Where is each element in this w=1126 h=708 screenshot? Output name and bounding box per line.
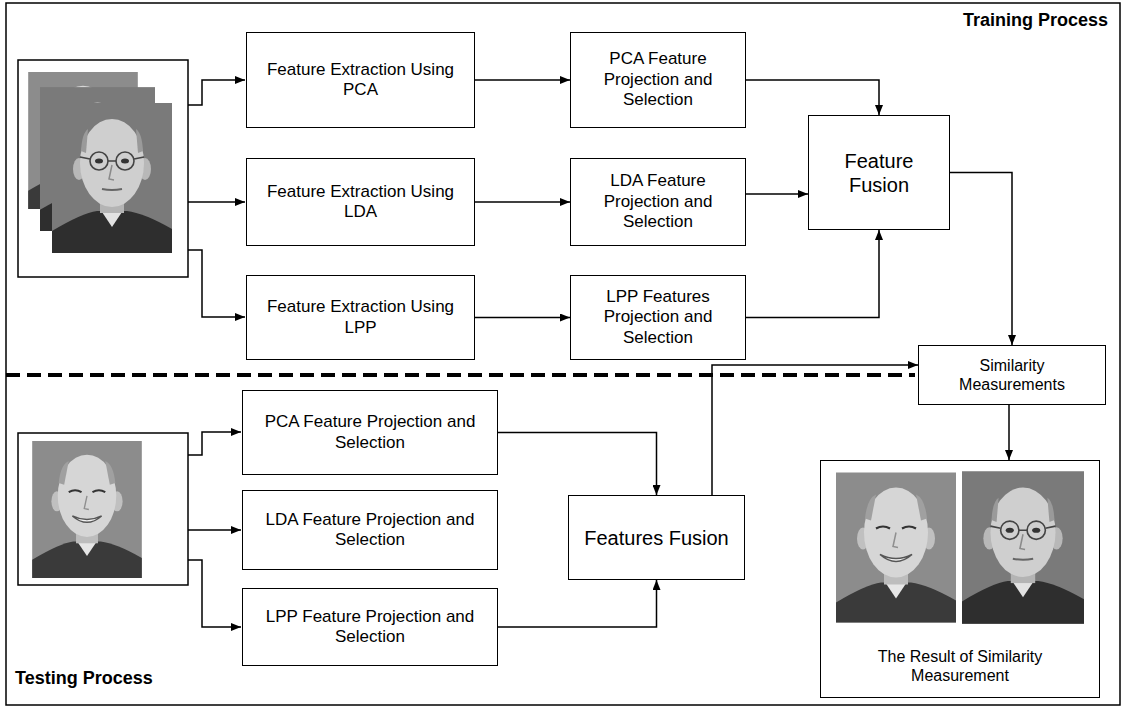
box-label: Features Fusion xyxy=(584,526,729,550)
flow-arrow xyxy=(746,230,879,318)
flow-arrow xyxy=(1008,405,1010,460)
section-label: Testing Process xyxy=(15,668,153,689)
box-label: LDA Feature Projection and Selection xyxy=(579,171,737,232)
input-arrow xyxy=(188,432,241,455)
box-label: Feature Fusion xyxy=(817,149,941,197)
flow-arrow xyxy=(950,173,1012,346)
box-label: LDA Feature Projection and Selection xyxy=(251,510,489,551)
input-arrow xyxy=(188,560,241,627)
process-box: PCA Feature Projection and Selection xyxy=(242,390,498,475)
input-arrow xyxy=(188,80,245,105)
result-face-image xyxy=(962,471,1084,624)
process-box: Feature Extraction Using PCA xyxy=(246,32,475,128)
flow-arrow xyxy=(475,79,570,81)
box-label: The Result of Similarity Measurement xyxy=(829,647,1091,685)
process-box: Feature Extraction Using LPP xyxy=(246,275,475,360)
flow-arrow xyxy=(712,365,918,495)
box-label: LPP Feature Projection and Selection xyxy=(251,607,489,648)
box-label: LPP Features Projection and Selection xyxy=(579,287,737,348)
fusion-box: Feature Fusion xyxy=(808,115,950,230)
result-face-image xyxy=(836,473,956,623)
process-divider xyxy=(6,373,915,377)
flow-arrow xyxy=(498,580,657,627)
flow-arrow xyxy=(475,317,570,319)
training-face-image xyxy=(52,103,172,253)
box-label: Feature Extraction Using LPP xyxy=(255,297,466,338)
section-label: Training Process xyxy=(963,10,1108,31)
process-box: Feature Extraction Using LDA xyxy=(246,158,475,246)
test-image-frame xyxy=(18,433,188,585)
process-box: LDA Feature Projection and Selection xyxy=(242,490,498,570)
test-face-image xyxy=(32,441,142,578)
result-panel: The Result of Similarity Measurement xyxy=(820,460,1100,698)
process-box: LPP Features Projection and Selection xyxy=(570,275,746,360)
flow-arrow xyxy=(475,201,570,203)
box-label: PCA Feature Projection and Selection xyxy=(251,412,489,453)
process-box: LDA Feature Projection and Selection xyxy=(570,158,746,246)
training-image-frame xyxy=(18,60,188,277)
box-label: Similarity Measurements xyxy=(927,356,1097,394)
input-arrow xyxy=(188,201,245,203)
input-arrow xyxy=(188,250,245,317)
flow-arrow xyxy=(498,433,657,496)
process-box: LPP Feature Projection and Selection xyxy=(242,588,498,666)
fusion-box: Features Fusion xyxy=(568,495,745,580)
outer-frame xyxy=(6,3,1120,705)
similarity-box: Similarity Measurements xyxy=(918,345,1106,405)
flow-arrow xyxy=(746,193,808,195)
input-arrow xyxy=(188,529,241,531)
box-label: Feature Extraction Using LDA xyxy=(255,182,466,223)
box-label: PCA Feature Projection and Selection xyxy=(579,49,737,110)
flow-arrow xyxy=(746,80,879,115)
process-box: PCA Feature Projection and Selection xyxy=(570,32,746,128)
box-label: Feature Extraction Using PCA xyxy=(255,60,466,101)
